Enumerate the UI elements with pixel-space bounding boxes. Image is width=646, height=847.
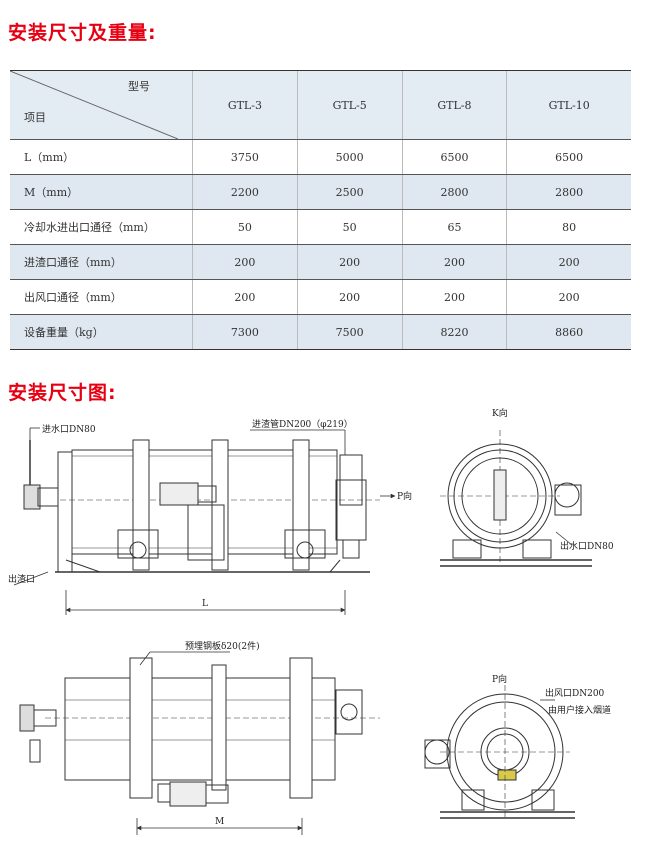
- header-corner-cell: 型号 项目: [10, 70, 193, 140]
- table-row: 设备重量（kg） 7300 7500 8220 8860: [10, 314, 631, 350]
- table-cell: 3750: [192, 139, 298, 175]
- table-row: 进渣口通径（mm） 200 200 200 200: [10, 244, 631, 280]
- table-cell: 2800: [401, 174, 507, 210]
- table-cell: 200: [296, 244, 403, 280]
- header-model-label: 型号: [128, 80, 150, 93]
- row-label: 进渣口通径（mm）: [10, 244, 193, 280]
- row-label: L（mm）: [10, 139, 193, 175]
- diagonal-divider: [10, 71, 178, 139]
- table-cell: 200: [401, 279, 507, 315]
- model-header: GTL-8: [401, 70, 507, 140]
- row-label: M（mm）: [10, 174, 193, 210]
- table-cell: 50: [296, 209, 403, 245]
- plan-view: [19, 657, 380, 807]
- table-cell: 2200: [192, 174, 298, 210]
- table-cell: 200: [296, 279, 403, 315]
- table-header-row: 型号 项目 GTL-3 GTL-5 GTL-8 GTL-10: [10, 70, 631, 140]
- p-direction-view: [424, 685, 575, 820]
- table-cell: 6500: [401, 139, 507, 175]
- label-water-outlet: 出水口DN80: [560, 540, 614, 552]
- label-p-arrow: P向: [397, 490, 412, 502]
- label-air-outlet: 出风口DN200: [545, 687, 605, 699]
- row-label: 出风口通径（mm）: [10, 279, 193, 315]
- spec-heading: 安装尺寸及重量:: [8, 22, 157, 44]
- label-slag-inlet-pipe: 进渣管DN200（φ219）: [252, 418, 353, 430]
- table-cell: 8220: [401, 314, 507, 350]
- row-label: 设备重量（kg）: [10, 314, 193, 350]
- table-cell: 5000: [296, 139, 403, 175]
- model-header: GTL-5: [296, 70, 403, 140]
- label-dim-l: L: [202, 599, 208, 609]
- label-embedded-plate: 预埋钢板δ20(2件): [185, 640, 260, 652]
- table-cell: 200: [506, 279, 631, 315]
- table-cell: 2500: [296, 174, 403, 210]
- table-cell: 200: [401, 244, 507, 280]
- label-dim-m: M: [215, 817, 224, 827]
- table-cell: 2800: [506, 174, 631, 210]
- k-direction-view: [440, 430, 592, 567]
- table-cell: 200: [192, 244, 298, 280]
- label-slag-outlet: 出渣口: [8, 573, 35, 585]
- table-row: 冷却水进出口通径（mm） 50 50 65 80: [10, 209, 631, 245]
- table-row: 出风口通径（mm） 200 200 200 200: [10, 279, 631, 315]
- side-elevation-view: [23, 439, 380, 573]
- table-cell: 7300: [192, 314, 298, 350]
- table-row: L（mm） 3750 5000 6500 6500: [10, 139, 631, 175]
- label-user-note: 由用户接入烟道: [548, 704, 611, 716]
- model-header: GTL-10: [506, 70, 631, 140]
- table-cell: 200: [192, 279, 298, 315]
- table-cell: 8860: [506, 314, 631, 350]
- label-view-k: K向: [492, 407, 508, 419]
- table-cell: 200: [506, 244, 631, 280]
- table-row: M（mm） 2200 2500 2800 2800: [10, 174, 631, 210]
- table-cell: 50: [192, 209, 298, 245]
- spec-table: 型号 项目 GTL-3 GTL-5 GTL-8 GTL-10 L（mm） 375…: [10, 70, 631, 350]
- label-view-p: P向: [492, 673, 507, 685]
- label-water-inlet: 进水口DN80: [42, 423, 96, 435]
- drawing-heading: 安装尺寸图:: [8, 382, 117, 404]
- table-cell: 65: [401, 209, 507, 245]
- table-cell: 80: [506, 209, 631, 245]
- header-item-label: 项目: [24, 111, 46, 124]
- model-header: GTL-3: [192, 70, 298, 140]
- table-cell: 7500: [296, 314, 403, 350]
- table-cell: 6500: [506, 139, 631, 175]
- row-label: 冷却水进出口通径（mm）: [10, 209, 193, 245]
